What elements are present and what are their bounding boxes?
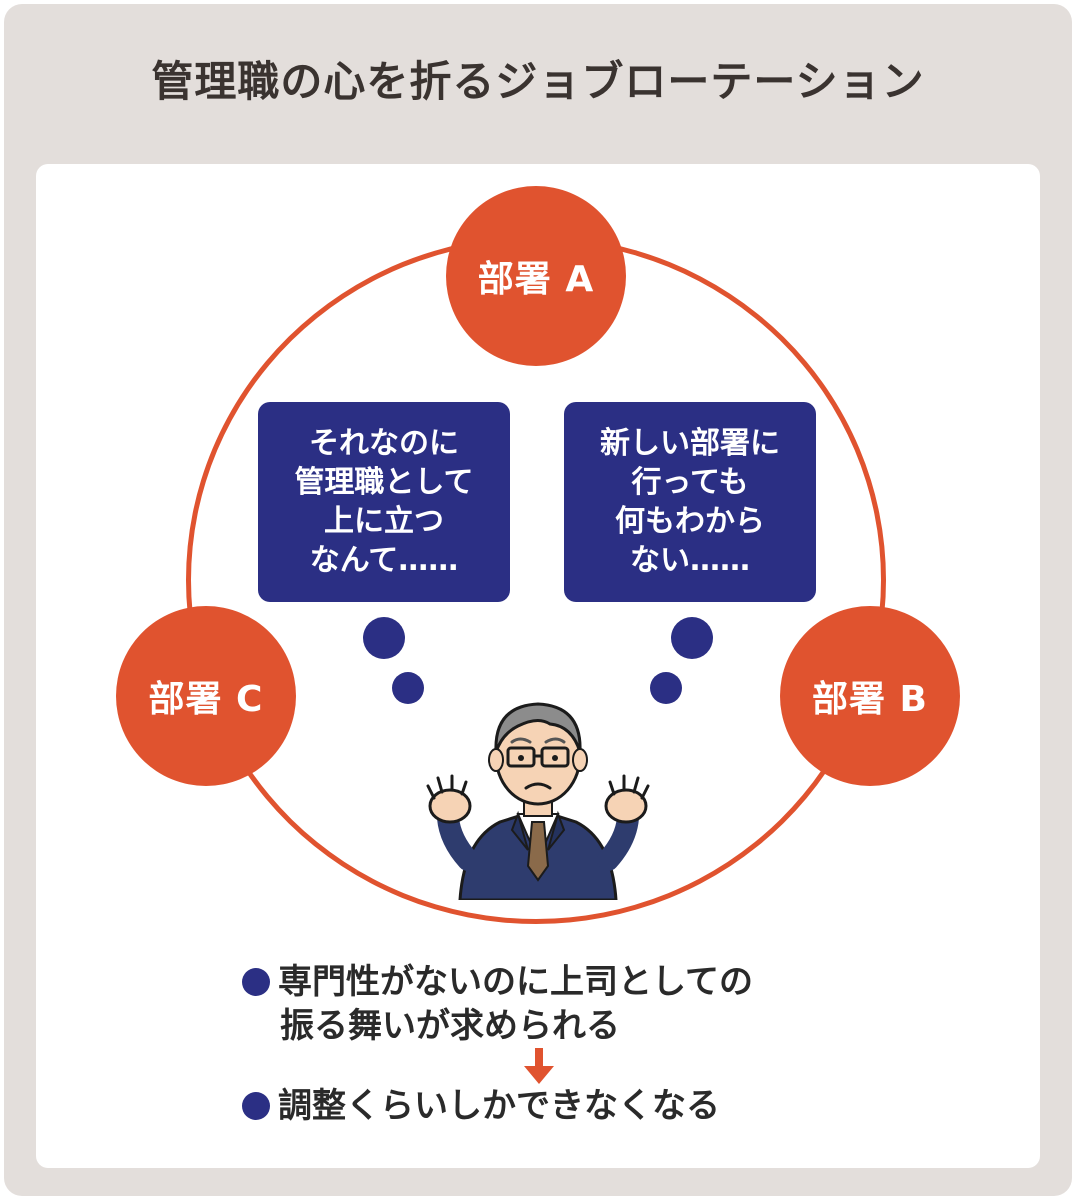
thought-dot-large-right — [671, 617, 713, 659]
thought-line: なんて…… — [309, 543, 459, 578]
thought-line: 何もわから — [615, 504, 765, 539]
thought-line: 管理職として — [294, 465, 474, 500]
thought-line: 上に立つ — [324, 504, 444, 539]
thought-line: ない…… — [630, 543, 750, 578]
diagram-title: 管理職の心を折るジョブローテーション — [151, 57, 925, 106]
thought-line: それなのに — [309, 426, 459, 461]
down-arrow-icon — [524, 1048, 554, 1084]
department-b-node: 部署 B — [780, 606, 960, 786]
thought-bubble-right: 新しい部署に 行っても 何もわから ない…… — [564, 402, 816, 602]
bullet-dot — [242, 1092, 270, 1120]
note-1-line-1: 専門性がないのに上司としての — [278, 962, 753, 1002]
note-1-line-2: 振る舞いが求められる — [280, 1006, 620, 1046]
thought-line: 新しい部署に — [600, 426, 780, 461]
thought-dot-small-right — [650, 672, 682, 704]
note-2-text: 調整くらいしかできなくなる — [278, 1086, 720, 1126]
thought-bubble-left: それなのに 管理職として 上に立つ なんて…… — [258, 402, 510, 602]
department-c-node: 部署 C — [116, 606, 296, 786]
thought-dot-small-left — [392, 672, 424, 704]
note-item-2: 調整くらいしかできなくなる — [242, 1084, 720, 1128]
note-item-1: 専門性がないのに上司としての — [242, 960, 753, 1004]
thought-line: 行っても — [631, 465, 749, 500]
confused-manager-illustration — [426, 702, 650, 900]
bullet-dot — [242, 968, 270, 996]
department-a-node: 部署 A — [446, 186, 626, 366]
thought-dot-large-left — [363, 617, 405, 659]
